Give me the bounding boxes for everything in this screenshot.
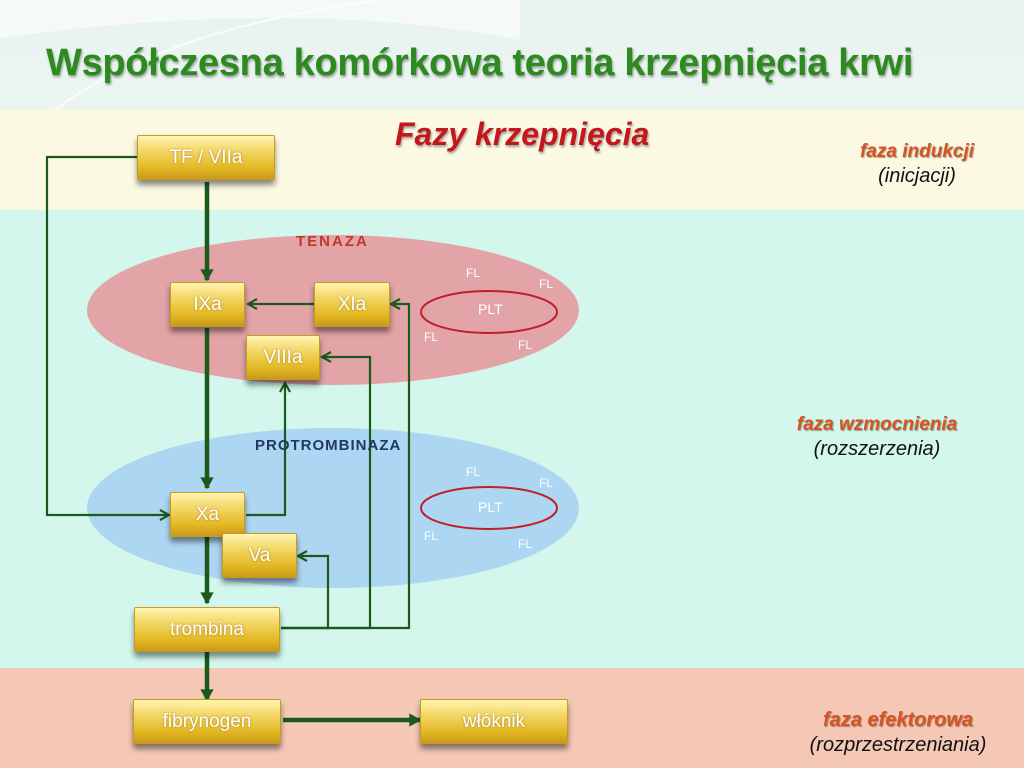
fl-label-prothrombinase-3: FL — [424, 529, 439, 543]
slide-title: Współczesna komórkowa teoria krzepnięcia… — [46, 42, 914, 84]
factor-wloknik: włóknik — [420, 699, 568, 744]
prothrombinase-ellipse — [87, 428, 579, 588]
fl-label-tenase-2: FL — [539, 277, 554, 291]
fl-label-tenase-4: FL — [518, 338, 533, 352]
factor-xia: XIa — [314, 282, 390, 327]
plt-label-tenase: PLT — [478, 301, 503, 317]
phase-name-effector: faza efektorowa — [822, 709, 974, 731]
factor-fibrynogen: fibrynogen — [133, 699, 281, 744]
prothrombinase-label: PROTROMBINAZA — [255, 437, 402, 454]
phase-label-induction: faza indukcji (inicjacji) — [797, 141, 1024, 188]
factor-viiia: VIIIa — [246, 335, 320, 380]
fl-label-tenase-3: FL — [424, 330, 439, 344]
diagram-subtitle: Fazy krzepnięcia — [395, 116, 650, 152]
fl-label-tenase-1: FL — [466, 266, 481, 280]
factor-ixa: IXa — [170, 282, 245, 327]
phase-sub-induction: (inicjacji) — [878, 165, 956, 187]
tenase-label: TENAZA — [296, 233, 369, 250]
arrow-trombina-to-va — [281, 556, 330, 630]
arrow-tf-to-xa — [45, 155, 169, 515]
phase-sub-effector: (rozprzestrzeniania) — [809, 734, 987, 756]
factor-tf-viia: TF / VIIa — [137, 135, 275, 180]
arrow-xa-to-viiia — [246, 383, 285, 517]
platelet-tenase-ring — [420, 290, 558, 334]
factor-xa: Xa — [170, 492, 245, 537]
phase-sub-amplification: (rozszerzenia) — [813, 438, 941, 460]
background-swoosh — [0, 0, 520, 110]
phase-label-effector: faza efektorowa (rozprzestrzeniania) — [778, 709, 1018, 757]
phase-label-amplification: faza wzmocnienia (rozszerzenia) — [757, 414, 997, 461]
phase-name-amplification: faza wzmocnienia — [796, 414, 958, 435]
platelet-prothrombinase-ring — [420, 486, 558, 530]
fl-label-prothrombinase-1: FL — [466, 465, 481, 479]
fl-label-prothrombinase-4: FL — [518, 537, 533, 551]
factor-va: Va — [222, 533, 297, 578]
plt-label-prothrombinase: PLT — [478, 499, 503, 515]
factor-trombina: trombina — [134, 607, 280, 652]
fl-label-prothrombinase-2: FL — [539, 476, 554, 490]
phase-name-induction: faza indukcji — [859, 141, 975, 162]
